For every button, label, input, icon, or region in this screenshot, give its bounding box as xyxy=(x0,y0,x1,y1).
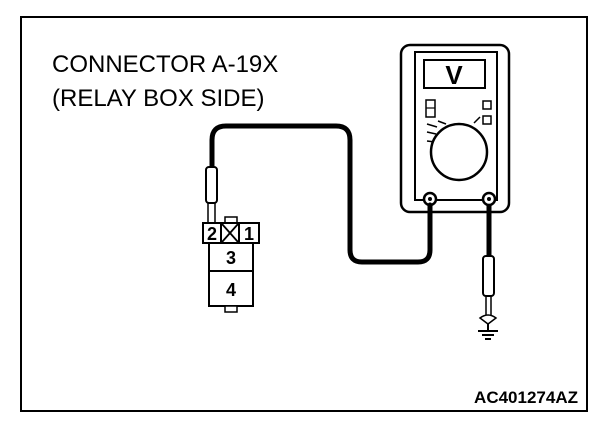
probe-ground-side xyxy=(482,255,495,316)
meter-selector-dial xyxy=(429,122,489,182)
connector-bottom-latch xyxy=(224,305,238,313)
meter-switch-right-bottom xyxy=(482,115,492,125)
connector-pin-4: 4 xyxy=(226,280,236,300)
connector-pin-2: 2 xyxy=(207,224,217,244)
ground-symbol-icon xyxy=(478,314,498,340)
connector-pin-1: 1 xyxy=(244,224,254,244)
figure-code: AC401274AZ xyxy=(474,388,578,407)
voltmeter-icon: V xyxy=(399,43,511,214)
title-line-2: (RELAY BOX SIDE) xyxy=(52,85,265,112)
connector-pin-3: 3 xyxy=(226,248,236,268)
diagram-frame xyxy=(20,16,588,412)
meter-display xyxy=(423,59,486,89)
connector-a19x: 2 1 3 4 xyxy=(202,216,260,313)
probe-connector-side xyxy=(205,166,218,222)
meter-switch-right-top xyxy=(482,100,492,110)
test-lead-positive xyxy=(209,123,433,265)
title-line-1: CONNECTOR A-19X xyxy=(52,51,278,78)
meter-display-symbol: V xyxy=(445,60,463,90)
